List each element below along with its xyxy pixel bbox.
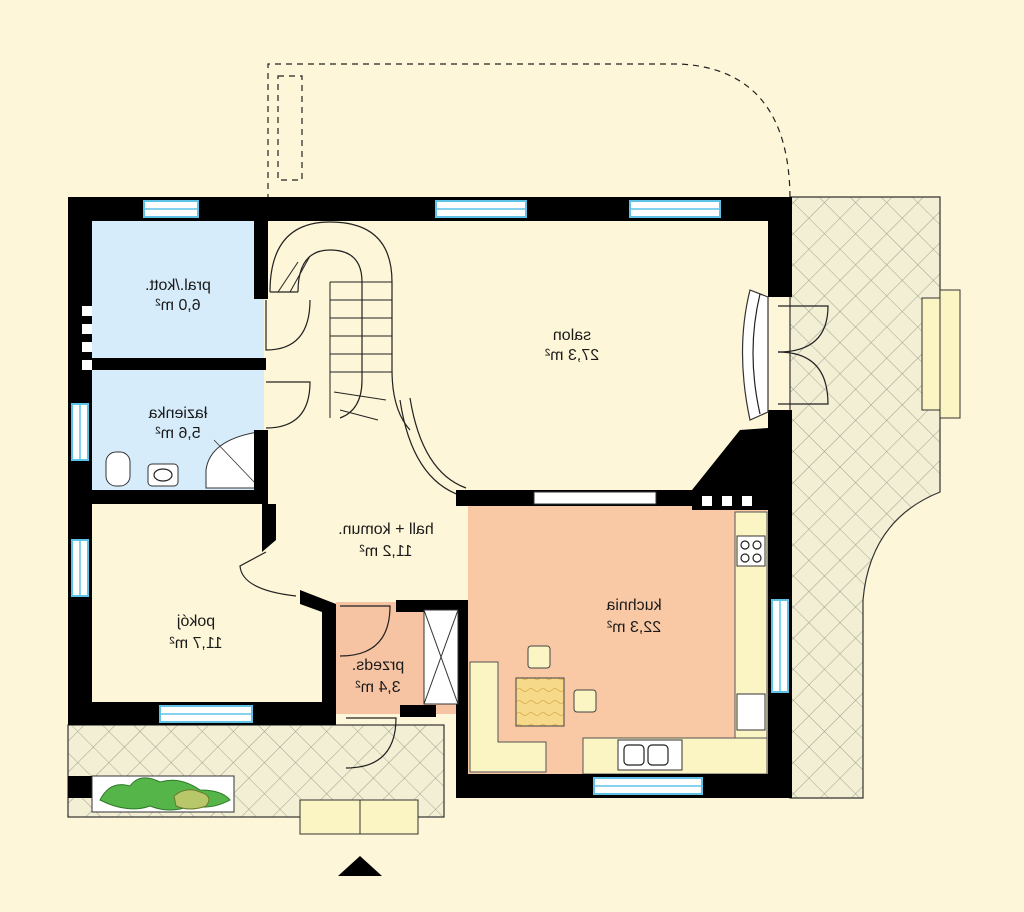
room-name: łazienka [149,405,208,422]
room-area: 5,6 m² [155,425,201,442]
chair [573,689,597,713]
room-name: pokój [177,613,215,630]
room-label-bathroom: łazienka 5,6 m² [149,405,208,442]
room-fill-kitchen [468,504,768,774]
room-name: kuchnia [606,597,661,614]
room-label-bedroom: pokój 11,7 m² [169,613,223,652]
room-area: 27,3 m² [544,347,599,364]
room-label-hall: hall + komun. 11,2 m² [338,521,434,560]
interior-window [533,491,657,505]
room-area: 6,0 m² [155,297,201,314]
room-label-kitchen: kuchnia 22,3 m² [606,597,661,636]
room-area: 22,3 m² [606,619,661,636]
spiral-stairs [269,221,467,497]
room-name: przeds. [352,657,404,674]
stove-icon [736,535,766,567]
room-name: hall + komun. [338,521,434,538]
toilet-icon [105,451,131,487]
doors [239,299,459,769]
room-label-vestibule: przeds. 3,4 m² [352,657,404,696]
room-name: pral./kott. [145,277,211,294]
room-label-laundry: pral./kott. 6,0 m² [145,277,211,314]
sink-icon [617,739,683,771]
room-area: 11,2 m² [359,543,413,560]
room-name: salon [553,327,591,344]
pergola-outline [267,63,791,201]
washbasin-icon [147,463,179,487]
terrace-right [789,196,941,799]
kitchen-appliance [736,693,766,731]
window-lines [79,208,781,787]
terrace-bench [921,289,961,419]
room-fill-laundry [92,220,264,358]
room-label-living: salon 27,3 m² [544,327,599,364]
entrance-arrow-icon [338,856,382,876]
room-area: 11,7 m² [169,635,223,652]
room-area: 3,4 m² [355,679,401,696]
facade-vents [82,306,752,506]
bay-window [741,289,829,421]
plant-bed-icon [91,775,235,813]
dining-table [515,677,565,727]
chair [527,645,551,669]
entrance-steps [299,799,419,835]
